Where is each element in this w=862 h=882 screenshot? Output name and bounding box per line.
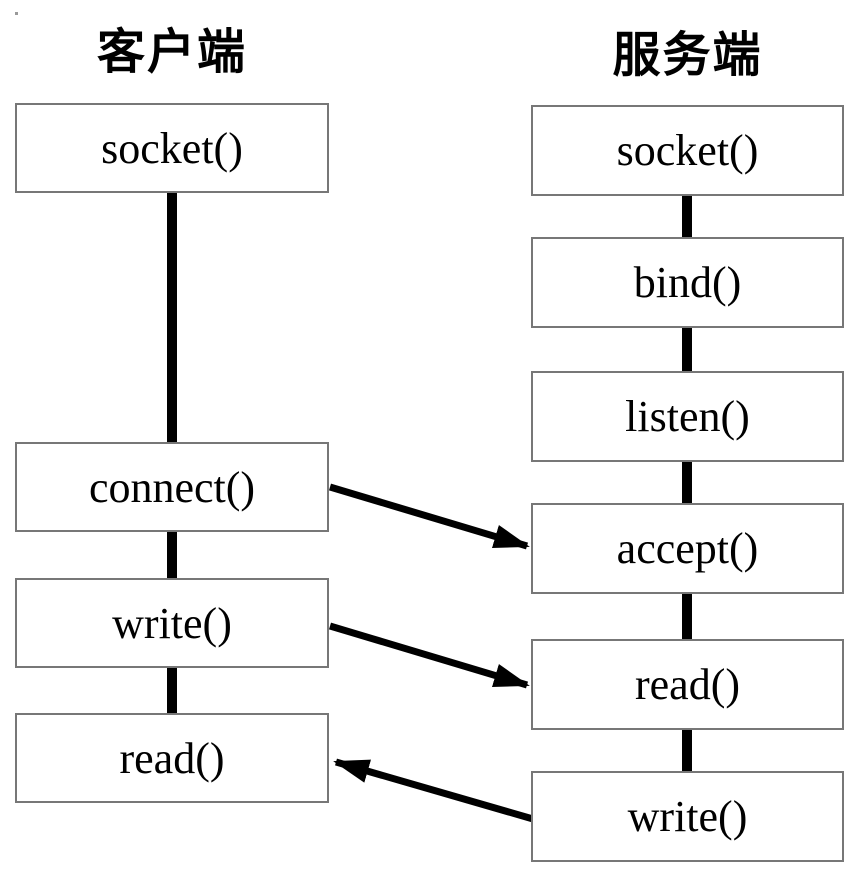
client-connector-write-read [167,667,177,714]
client-box-read: read() [15,713,329,803]
server-box-read: read() [531,639,844,730]
arrow-write-to-read [328,622,530,689]
client-connector-connect-write [167,532,177,579]
client-box-socket: socket() [15,103,329,193]
client-column-title: 客户端 [96,26,247,79]
server-box-socket: socket() [531,105,844,196]
server-box-bind: bind() [531,237,844,328]
server-box-accept: accept() [531,503,844,594]
server-connector-read-write [682,728,692,772]
server-connector-listen-accept [682,460,692,504]
arrow-serverwrite-to-clientread [333,758,534,823]
client-connector-socket-connect [167,192,177,443]
server-box-listen: listen() [531,371,844,462]
client-box-write: write() [15,578,329,668]
client-box-connect: connect() [15,442,329,532]
arrow-connect-to-accept [328,483,530,550]
server-box-write: write() [531,771,844,862]
server-connector-bind-listen [682,327,692,372]
server-column-title: 服务端 [612,29,763,82]
scan-artifact-dot [15,12,18,15]
server-connector-socket-bind [682,196,692,238]
server-connector-accept-read [682,594,692,640]
